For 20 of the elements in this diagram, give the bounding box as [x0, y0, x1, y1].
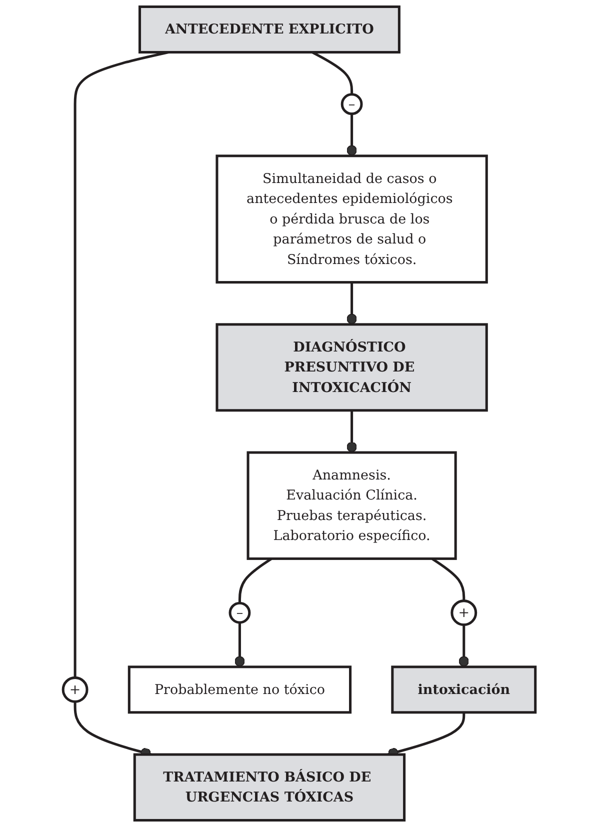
node-circle: – [229, 602, 251, 624]
node-box: Simultaneidad de casos o antecedentes epidemiológicos o pérdida brusca de los parámetros de salud o Síndromes tóxicos. [216, 154, 488, 284]
connector [346, 114, 358, 156]
node-circle: + [450, 600, 478, 626]
node-box: Probablemente no tóxico [128, 666, 352, 714]
connector [312, 51, 354, 94]
node-circle: + [62, 676, 89, 703]
connector [238, 558, 273, 604]
node-box: TRATAMIENTO BÁSICO DE URGENCIAS TÓXICAS [134, 753, 406, 822]
node-box: intoxicación [391, 666, 537, 714]
node-box: Anamnesis. Evaluación Clínica. Pruebas terapéuticas. Laboratorio específico. [247, 451, 458, 560]
connector [346, 410, 358, 453]
connector [346, 282, 358, 324]
node-circle: – [341, 93, 364, 116]
node-box: ANTECEDENTE EXPLICITO [138, 5, 401, 54]
connector [234, 622, 246, 667]
connector [74, 51, 170, 678]
connector [432, 558, 466, 601]
node-box: DIAGNÓSTICO PRESUNTIVO DE INTOXICACIÓN [216, 323, 488, 412]
connector [459, 624, 470, 667]
